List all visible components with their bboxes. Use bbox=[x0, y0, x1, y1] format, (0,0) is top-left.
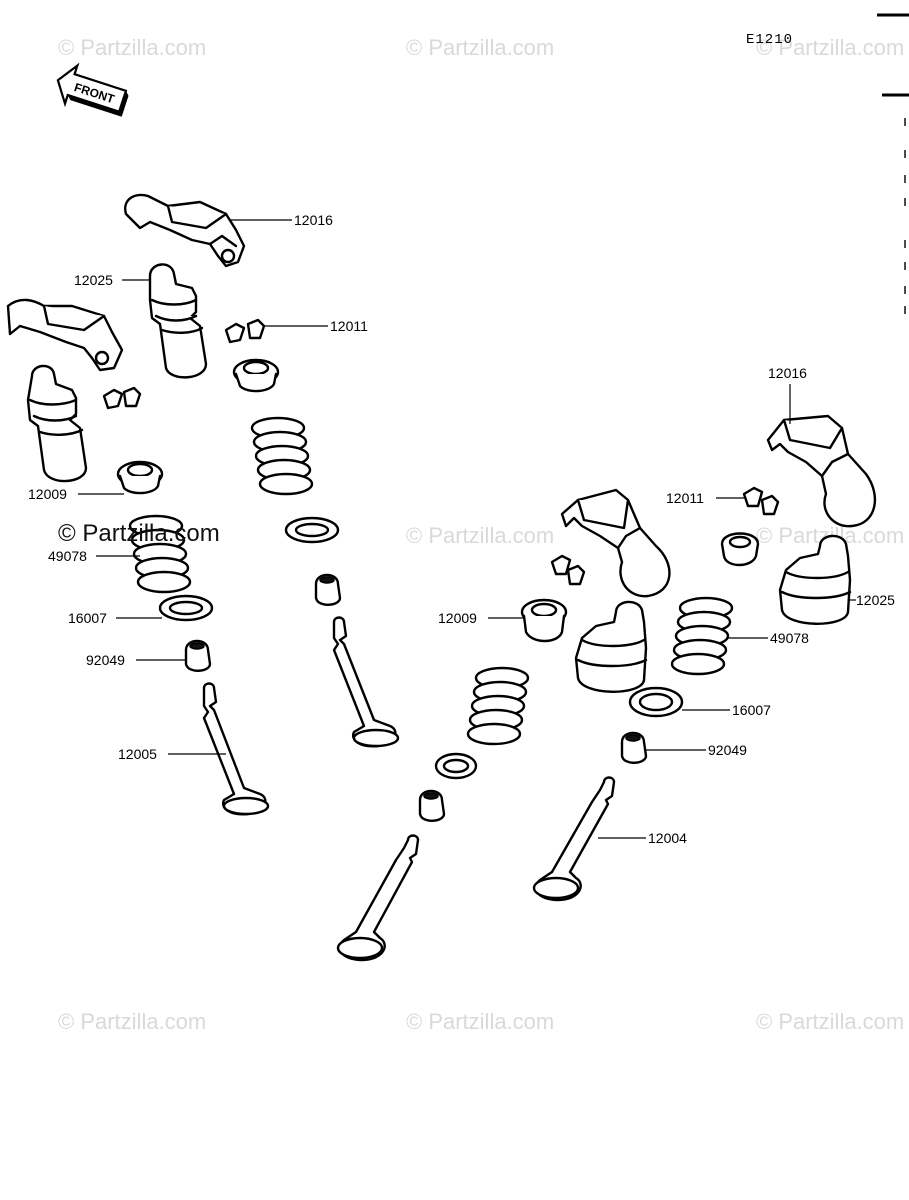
edge-marks bbox=[877, 13, 909, 314]
washer-16007-left bbox=[158, 594, 214, 622]
retainer-right-upper bbox=[720, 532, 760, 567]
rocker-arm-center bbox=[560, 488, 671, 598]
seal-upper bbox=[314, 573, 342, 606]
part-label: 92049 bbox=[86, 652, 125, 668]
washer-center bbox=[434, 752, 478, 780]
watermark-strong: © Partzilla.com bbox=[58, 520, 220, 547]
seal-92049-left bbox=[184, 639, 212, 672]
retainer-12009-left bbox=[116, 460, 164, 495]
diagram-code: E1210 bbox=[746, 32, 793, 48]
rocker-arm-12016-left bbox=[124, 193, 246, 268]
washer-16007-right bbox=[628, 686, 684, 718]
lifter-12025-left bbox=[148, 263, 208, 379]
callouts: 12016 12025 12011 12009 49078 16007 9204… bbox=[28, 212, 895, 846]
part-label: 12011 bbox=[666, 490, 704, 506]
rocker-arm-12016-right bbox=[766, 414, 877, 528]
valve-12005 bbox=[202, 682, 270, 816]
retainer-upper bbox=[232, 358, 280, 393]
part-label: 12016 bbox=[294, 212, 333, 228]
valve-center bbox=[336, 834, 420, 962]
seal-92049-right bbox=[620, 731, 648, 764]
spring-49078-right bbox=[670, 596, 734, 676]
watermark: © Partzilla.com bbox=[406, 1009, 554, 1034]
watermark: © Partzilla.com bbox=[406, 35, 554, 60]
front-arrow-icon: FRONT bbox=[56, 62, 129, 117]
part-label: 12016 bbox=[768, 365, 807, 381]
part-label: 16007 bbox=[732, 702, 771, 718]
watermark: © Partzilla.com bbox=[406, 523, 554, 548]
part-label: 12009 bbox=[438, 610, 477, 626]
spring-center bbox=[466, 666, 530, 746]
spring-upper bbox=[250, 416, 314, 496]
part-label: 49078 bbox=[48, 548, 87, 564]
part-label: 12025 bbox=[856, 592, 895, 608]
seal-center bbox=[418, 789, 446, 822]
lifter-12025-right bbox=[778, 534, 852, 625]
watermark: © Partzilla.com bbox=[58, 35, 206, 60]
part-label: 92049 bbox=[708, 742, 747, 758]
valve-upper bbox=[332, 616, 400, 748]
cotter-12011-right bbox=[742, 486, 780, 516]
part-label: 12025 bbox=[74, 272, 113, 288]
valve-12004 bbox=[532, 776, 616, 902]
spring-49078-left bbox=[128, 514, 192, 594]
watermark: © Partzilla.com bbox=[756, 35, 904, 60]
part-label: 16007 bbox=[68, 610, 107, 626]
watermark: © Partzilla.com bbox=[58, 1009, 206, 1034]
part-label: 12005 bbox=[118, 746, 157, 762]
part-label: 49078 bbox=[770, 630, 809, 646]
cotter-left-lower bbox=[102, 386, 142, 410]
rocker-arm-left-partial bbox=[6, 298, 124, 372]
cotter-center bbox=[550, 554, 586, 586]
cotter-12011-left bbox=[224, 318, 266, 344]
watermark: © Partzilla.com bbox=[756, 1009, 904, 1034]
lifter-center bbox=[574, 600, 648, 693]
washer-upper bbox=[284, 516, 340, 544]
part-label: 12009 bbox=[28, 486, 67, 502]
lifter-left-partial bbox=[26, 364, 88, 483]
retainer-12009-right bbox=[520, 598, 568, 643]
part-label: 12004 bbox=[648, 830, 687, 846]
part-label: 12011 bbox=[330, 318, 368, 334]
